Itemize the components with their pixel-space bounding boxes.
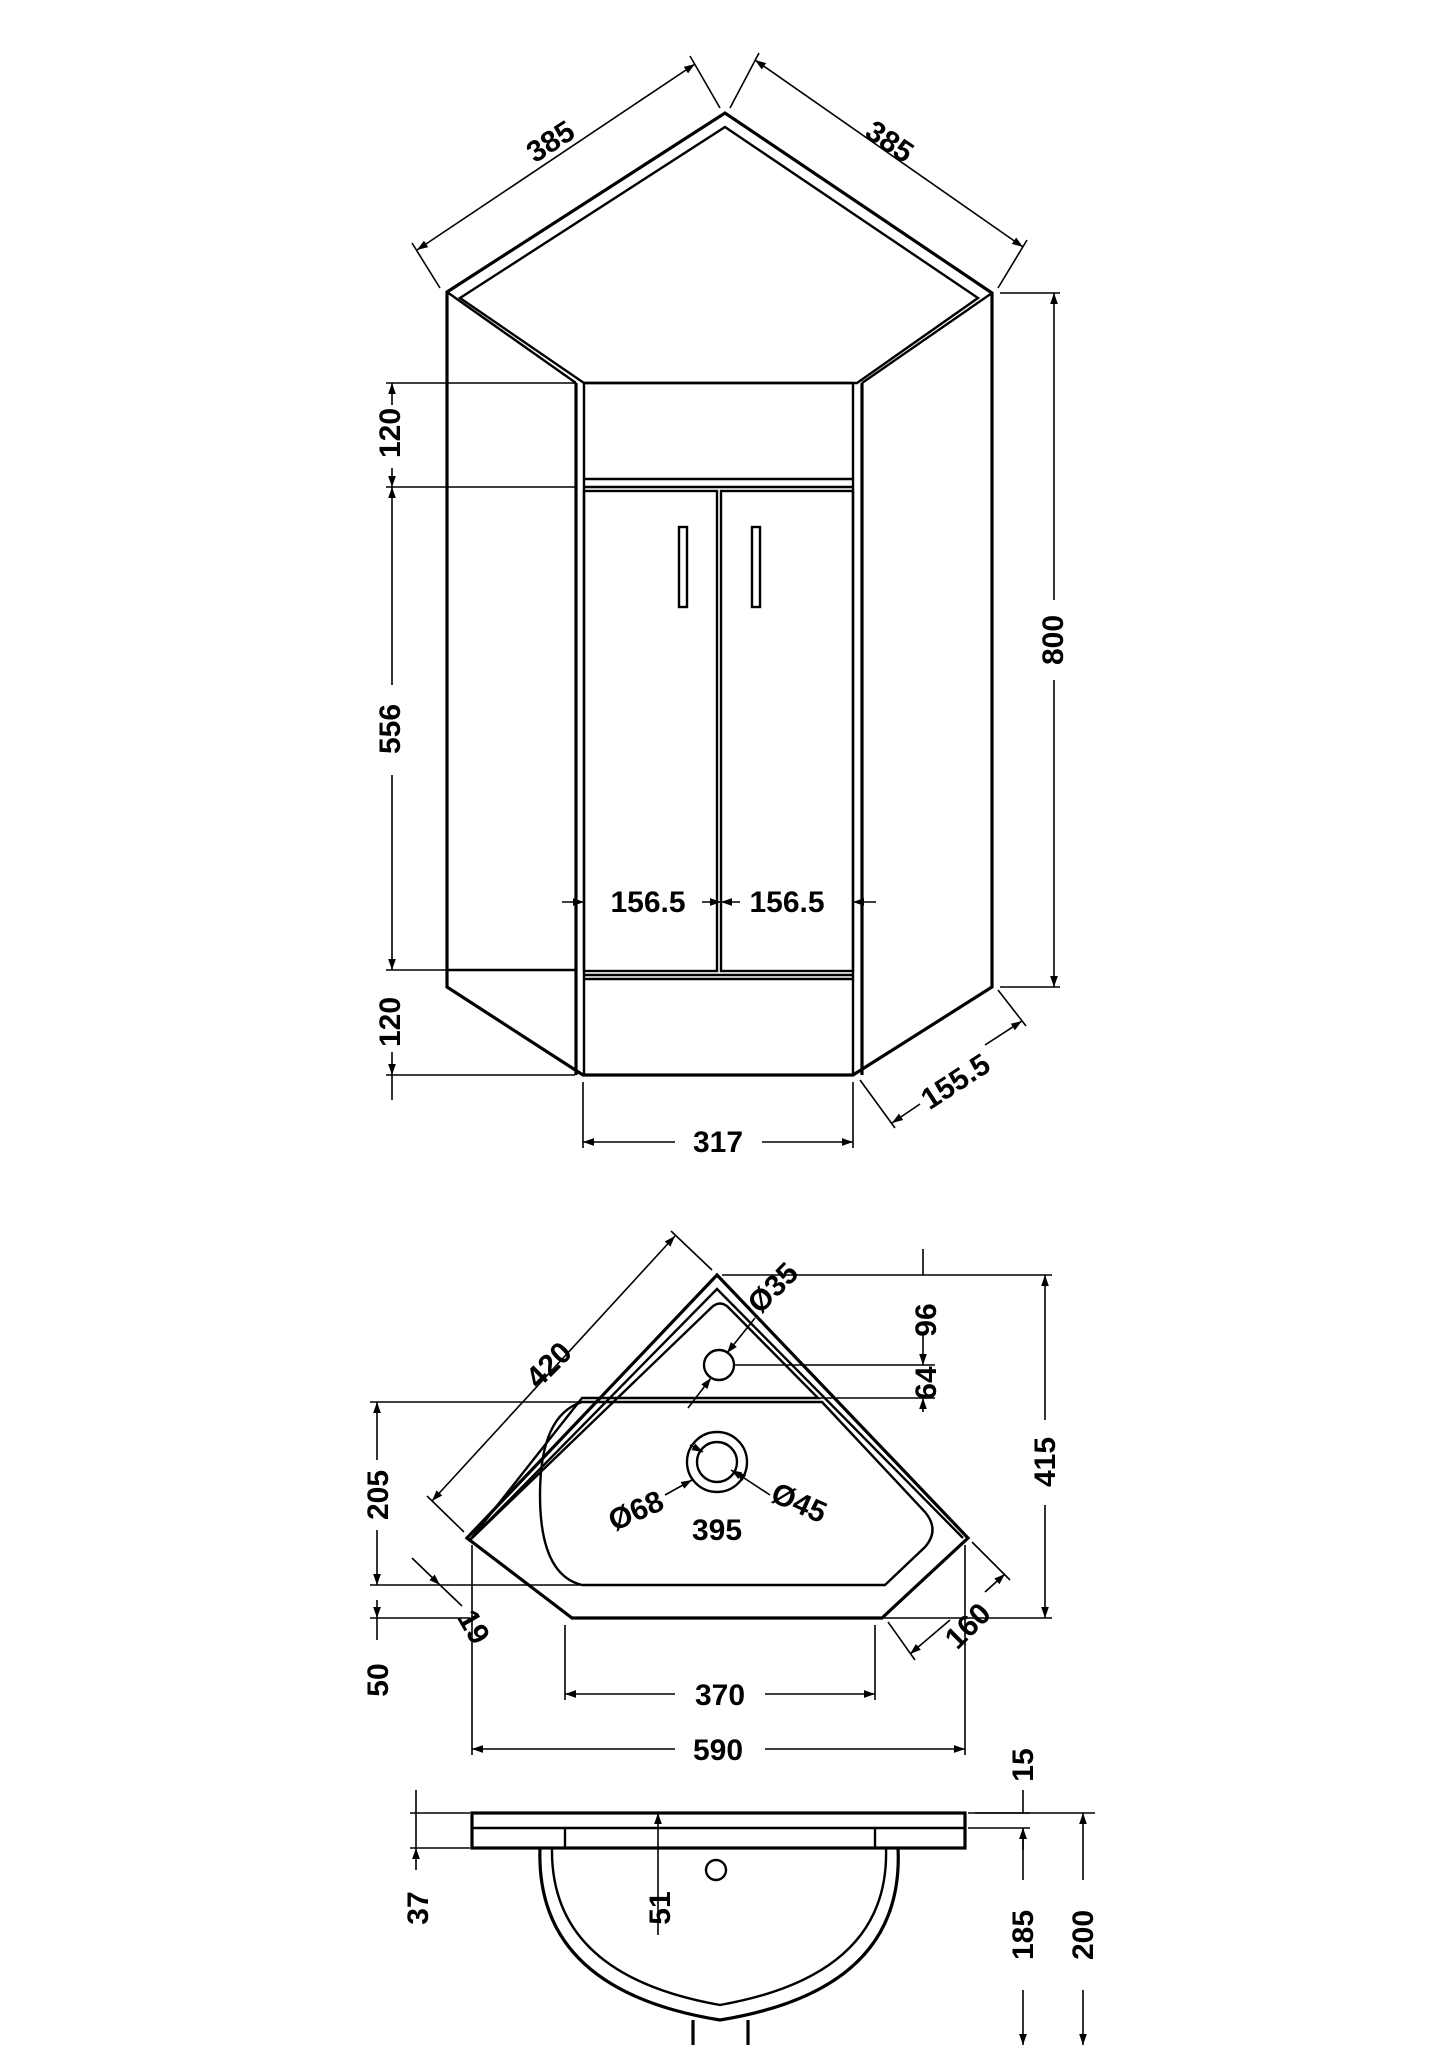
cabinet-plinth-side-label: 155.5 [915,1048,996,1117]
basin-plan-view: 420 Ø35 96 64 415 205 Ø68 Ø45 395 19 50 … [362,1230,1062,1767]
waste-spigot [691,2020,750,2045]
waste-outer [685,1430,749,1494]
cabinet-outline [445,111,994,1077]
bowl-front-label: 370 [695,1679,745,1712]
cabinet-front-width-label: 317 [693,1126,743,1159]
cabinet-top-panel-label: 120 [374,408,407,458]
right-door [719,489,855,973]
waste-outer-label: Ø68 [604,1485,669,1538]
front-return-label: 50 [362,1663,395,1696]
tap-offset-label: 96 [910,1303,943,1336]
bowl-depth-label: 205 [362,1470,395,1520]
basin-rim [470,1811,967,1850]
side-return-label: 160 [939,1597,998,1656]
cabinet-top-right-side-label: 385 [859,114,919,169]
basin-outline [464,1272,971,1620]
cabinet-bottom-panel-label: 120 [374,997,407,1047]
tap-hole [702,1348,736,1382]
tap-to-bowl-label: 64 [910,1366,943,1400]
cabinet-right-door-width-label: 156.5 [749,886,824,919]
bowl-width-label: 395 [692,1514,742,1547]
basin-side-length-label: 420 [520,1336,579,1395]
basin-elevation-view: 37 51 15 185 200 [402,1748,1100,2045]
right-door-handle [750,525,762,609]
rim-edge-label: 19 [451,1605,496,1650]
cabinet-left-door-width-label: 156.5 [610,886,685,919]
basin-overall-width-label: 590 [693,1734,743,1767]
waste-inner [695,1440,739,1484]
basin-bowl [538,1400,934,1587]
left-door-handle [677,525,689,609]
rim-depth-label: 37 [402,1891,435,1924]
bowl-height-label: 185 [1007,1910,1040,1960]
overall-height-label: 200 [1067,1910,1100,1960]
overflow-hole [704,1858,728,1882]
cabinet-view: 385 385 120 556 120 800 156.5 156.5 155.… [374,52,1070,1159]
cabinet-top-left-side-label: 385 [521,115,581,170]
basin-overall-depth-label: 415 [1029,1437,1062,1487]
cabinet-total-height-label: 800 [1037,615,1070,665]
left-door [582,489,719,973]
lip-label: 15 [1007,1748,1040,1781]
basin-bowl-profile [538,1847,900,2022]
waste-depth-label: 51 [644,1891,677,1924]
cabinet-door-height-label: 556 [374,704,407,754]
waste-inner-label: Ø45 [766,1477,831,1530]
